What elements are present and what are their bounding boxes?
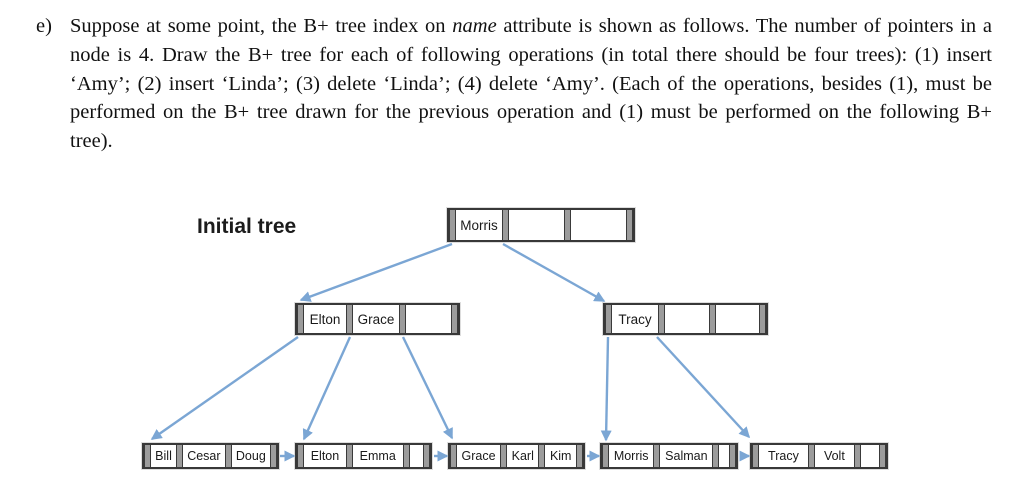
key-cell [509,210,564,240]
key-cell: Morris [456,210,502,240]
key-cell: Volt [814,445,854,467]
pointer-cell [422,445,430,467]
problem-text-after: attribute is shown as follows. The numbe… [70,15,992,153]
key-cell [665,305,709,333]
pointer-cell [297,445,304,467]
btree-node-leaf-4: Morris Salman [600,443,738,469]
pointer-cell [176,445,184,467]
btree-node-leaf-3: Grace Karl Kim [448,443,585,469]
pointer-cell [576,445,583,467]
pointer-cell [807,445,815,467]
key-cell: Grace [353,305,399,333]
key-cell: Emma [352,445,403,467]
pointer-cell [346,305,353,333]
pointer-cell [728,445,736,467]
problem-item-label: e) [36,15,52,37]
pointer-cell [759,305,766,333]
key-cell [719,445,729,467]
btree-node-leaf-5: Tracy Volt [750,443,888,469]
key-cell: Tracy [759,445,808,467]
key-cell [860,445,879,467]
pointer-cell [297,305,304,333]
pointer-cell [144,445,151,467]
problem-italic-word: name [452,15,497,37]
pointer-cell [605,305,612,333]
key-cell [715,305,759,333]
key-cell [406,305,451,333]
pointer-cell [752,445,759,467]
pointer-cell [626,210,633,240]
pointer-cell [449,210,456,240]
pointer-cell [502,210,509,240]
key-cell: Elton [304,445,346,467]
pointer-cell [712,445,720,467]
pointer-cell [399,305,406,333]
pointer-cell [853,445,861,467]
pointer-cell [602,445,609,467]
pointer-cell [658,305,665,333]
key-cell: Tracy [612,305,658,333]
key-cell: Salman [660,445,713,467]
diagram-caption: Initial tree [197,215,297,238]
key-cell: Elton [304,305,346,333]
key-cell: Bill [151,445,177,467]
pointer-cell [653,445,661,467]
btree-node-leaf-1: Bill Cesar Doug [142,443,279,469]
problem-text: Suppose at some point, the B+ tree index… [70,12,992,156]
key-cell: Grace [457,445,501,467]
problem-statement: e) Suppose at some point, the B+ tree in… [36,12,992,156]
pointer-cell [345,445,353,467]
pointer-cell [500,445,508,467]
pointer-cell [224,445,232,467]
btree-node-leaf-2: Elton Emma [295,443,432,469]
pointer-cell [451,305,458,333]
key-cell: Karl [507,445,539,467]
key-cell: Kim [545,445,576,467]
pointer-cell [269,445,277,467]
pointer-cell [402,445,410,467]
btree-node-root: Morris [447,208,635,242]
pointer-cell [878,445,886,467]
key-cell [409,445,423,467]
pointer-cell [564,210,571,240]
pointer-cell [538,445,546,467]
key-cell: Doug [231,445,270,467]
problem-text-before: Suppose at some point, the B+ tree index… [70,15,453,37]
pointer-cell [708,305,716,333]
key-cell [571,210,626,240]
key-cell: Morris [609,445,654,467]
btree-node-internal-right: Tracy [603,303,768,335]
key-cell: Cesar [183,445,225,467]
pointer-cell [450,445,457,467]
